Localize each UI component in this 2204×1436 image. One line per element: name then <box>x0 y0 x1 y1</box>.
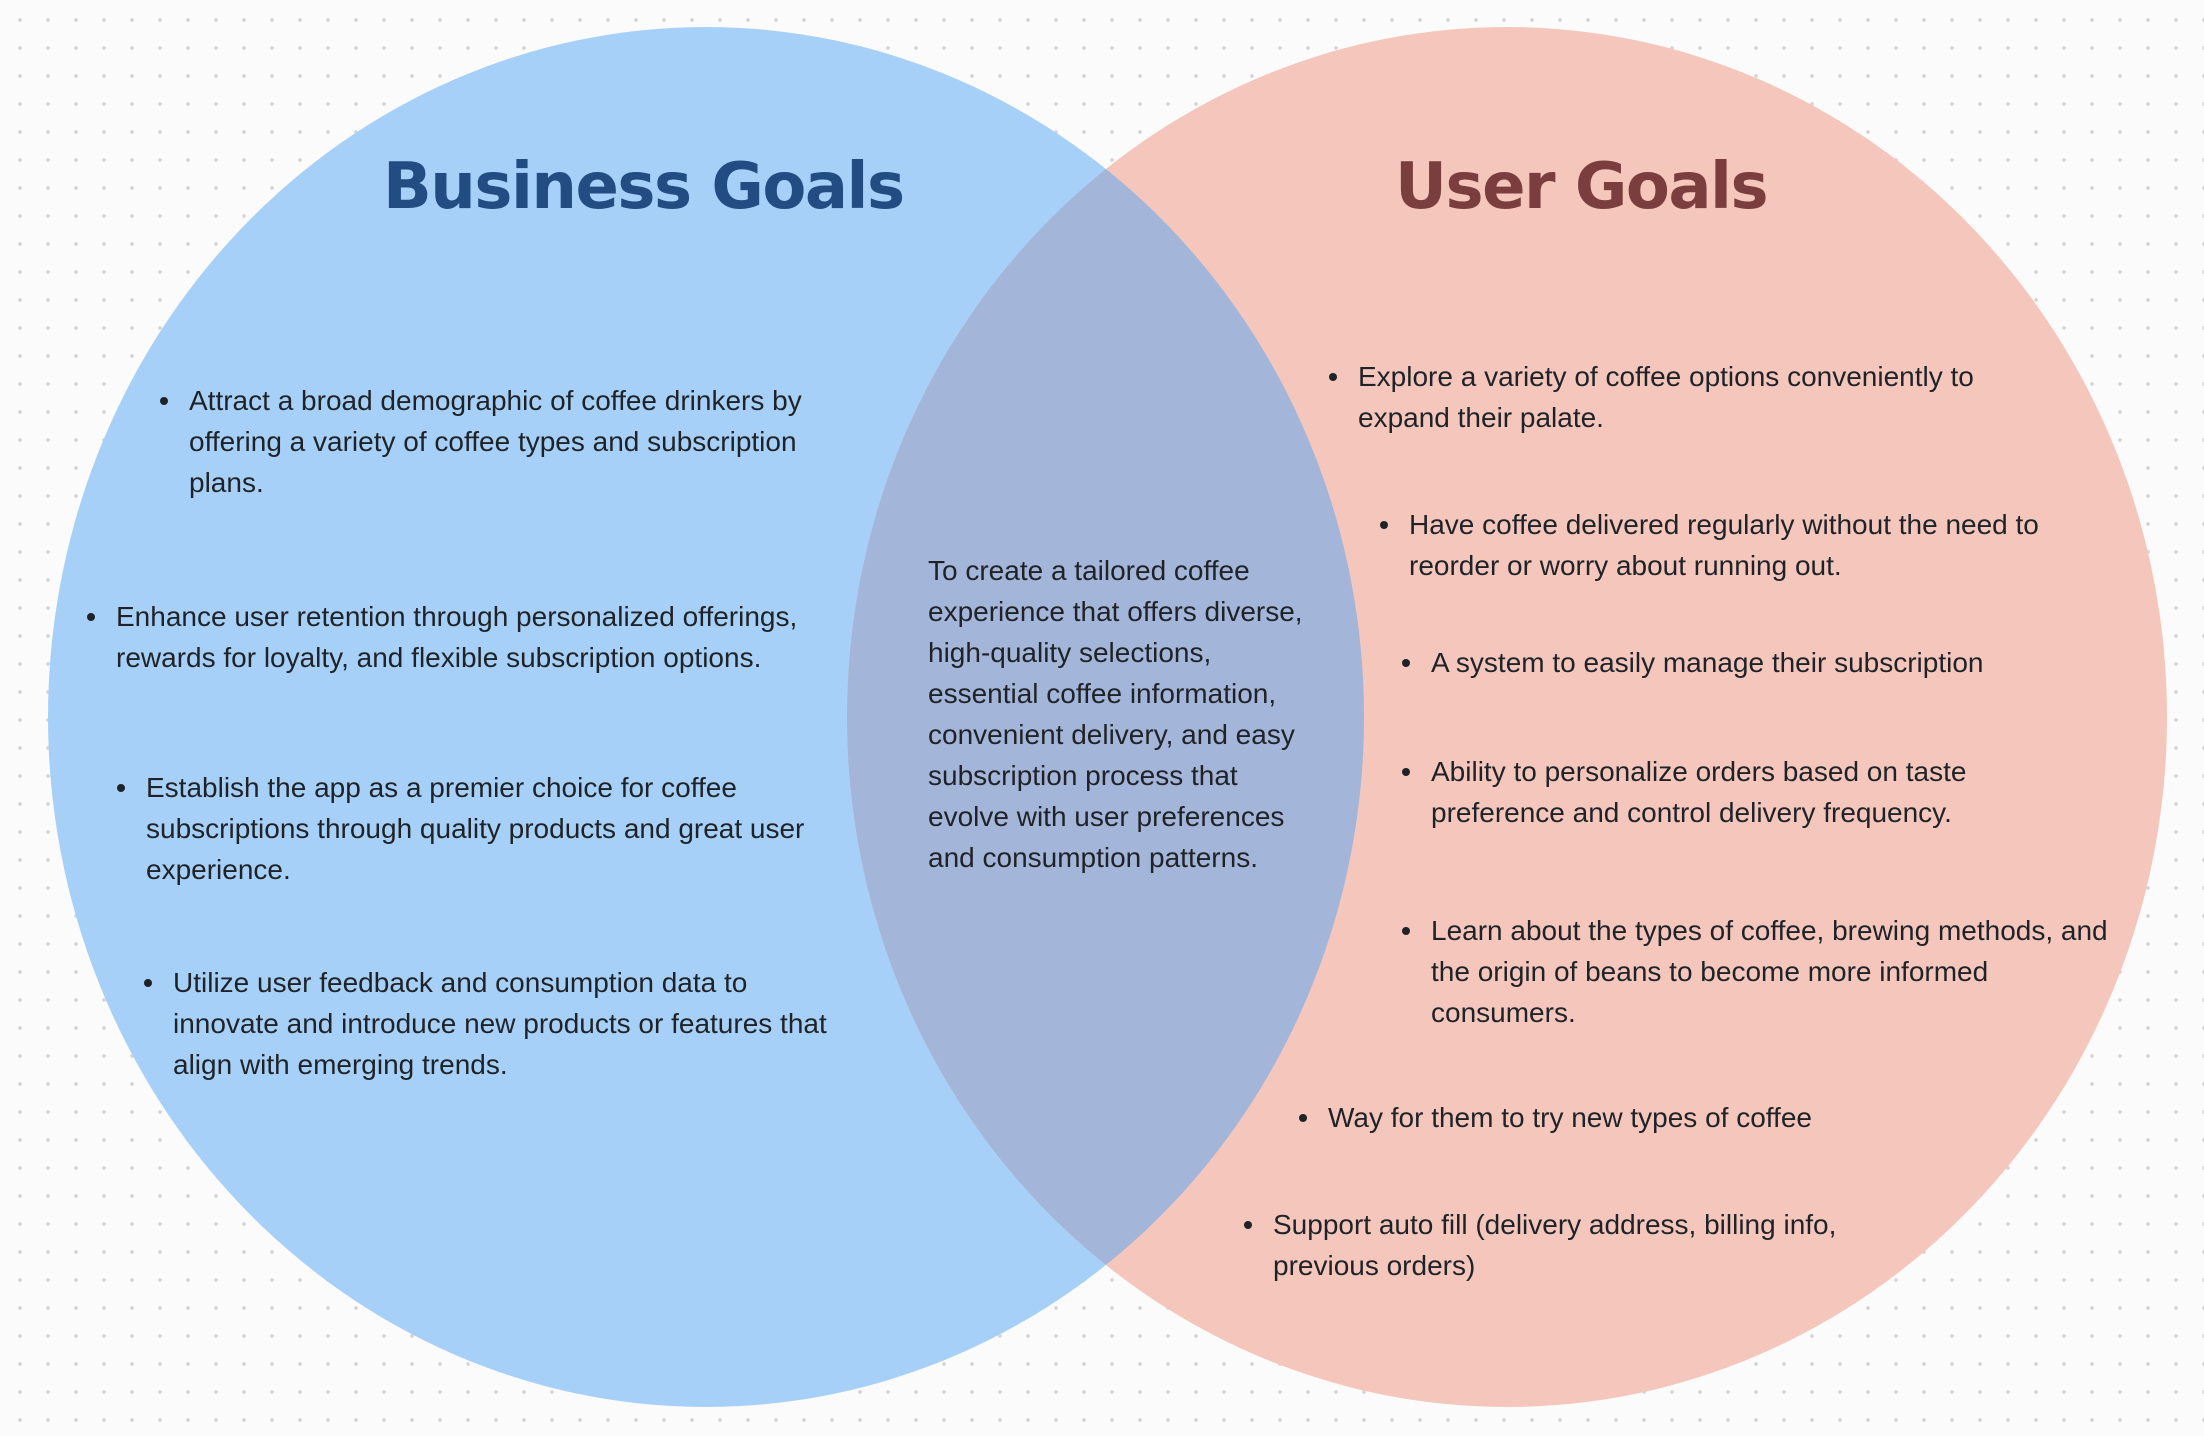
shared-goals-overlap <box>847 27 1364 1407</box>
user-goal-item: Ability to personalize orders based on t… <box>1402 751 2065 833</box>
user-goals-title: User Goals <box>1395 150 1769 224</box>
business-goal-item: Enhance user retention through personali… <box>87 596 850 678</box>
business-goals-title: Business Goals <box>383 150 905 224</box>
user-goal-item: Explore a variety of coffee options conv… <box>1329 356 2032 438</box>
shared-goals-text: To create a tailored coffee experience t… <box>928 555 1303 873</box>
business-goal-item: Establish the app as a premier choice fo… <box>117 767 820 890</box>
user-goal-item: Way for them to try new types of coffee <box>1299 1097 2022 1138</box>
business-goal-item: Utilize user feedback and consumption da… <box>144 962 827 1085</box>
user-goal-item: Support auto fill (delivery address, bil… <box>1244 1204 1927 1286</box>
user-goal-item: Have coffee delivered regularly without … <box>1380 504 2103 586</box>
business-goal-item: Attract a broad demographic of coffee dr… <box>160 380 863 503</box>
user-goal-item: Learn about the types of coffee, brewing… <box>1402 910 2125 1033</box>
user-goal-item: A system to easily manage their subscrip… <box>1402 642 2125 683</box>
